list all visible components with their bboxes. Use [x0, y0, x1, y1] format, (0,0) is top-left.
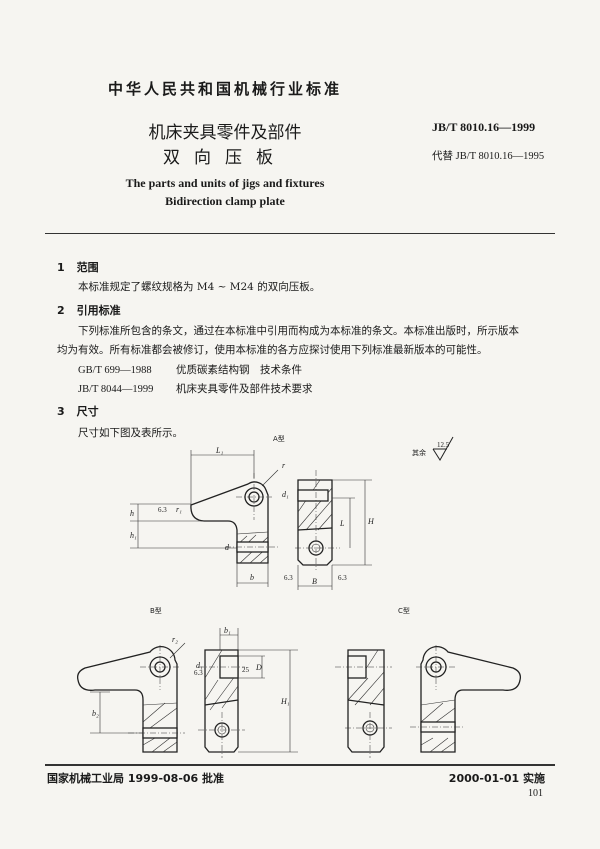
section-1-text: 本标准规定了螺纹规格为 M4 ~ M24 的双向压板。	[78, 281, 321, 293]
dim-L: L	[339, 519, 345, 528]
type-c-side-view	[410, 645, 521, 753]
document-subtitle: 双向压板	[163, 148, 287, 168]
svg-text:其余: 其余	[412, 448, 426, 457]
issuing-authority-title: 中华人民共和国机械行业标准	[107, 80, 342, 98]
section-2-text-line2: 均为有效。所有标准都会被修订，使用本标准的各方应探讨使用下列标准最新版本的可能性…	[57, 344, 488, 356]
type-a-side-view: L₁ r r₁ 6.3 h h₁ d b	[130, 446, 286, 587]
replaces-standard: 代替 JB/T 8010.16—1995	[432, 151, 545, 162]
type-c-label: C型	[398, 606, 410, 615]
english-title: The parts and units of jigs and fixtures	[125, 176, 325, 190]
dim-b2: b₂	[92, 709, 99, 718]
approval-line: 国家机械工业局 1999-08-06 批准	[47, 772, 225, 785]
type-a-label: A型	[273, 434, 285, 443]
roughness-25: 25	[242, 666, 250, 674]
dim-h1: h₁	[130, 531, 137, 540]
dim-H: H	[367, 517, 375, 526]
english-subtitle: Bidirection clamp plate	[165, 194, 285, 208]
dim-B: B	[312, 577, 317, 586]
dim-r2: r₂	[172, 635, 178, 644]
dim-L1: L₁	[215, 446, 223, 455]
dim-r1: r₁	[176, 505, 182, 514]
dim-H1: H₁	[280, 697, 290, 706]
dim-d1-b: d₁	[196, 661, 203, 670]
type-b-label: B型	[150, 606, 162, 615]
type-b-side-view: b₂ r₂	[77, 635, 186, 753]
implementation-line: 2000-01-01 实施	[448, 772, 545, 785]
type-b-front-view: b₁ D 25 d₁ 6.3 H₁	[194, 626, 298, 758]
svg-text:6.3: 6.3	[338, 574, 347, 582]
dim-b: b	[250, 573, 254, 582]
dim-r: r	[282, 461, 286, 470]
svg-text:6.3: 6.3	[284, 574, 293, 582]
document-title: 机床夹具零件及部件	[148, 123, 302, 143]
footer-divider	[45, 764, 555, 766]
dim-d: d	[225, 543, 230, 552]
page-number: 101	[528, 788, 543, 799]
dim-b1: b₁	[224, 626, 231, 635]
section-2-text-line1: 下列标准所包含的条文，通过在本标准中引用而构成为本标准的条文。本标准出版时，所示…	[78, 325, 519, 337]
svg-text:6.3: 6.3	[194, 669, 203, 677]
type-a-front-view: H L d₁ B 6.3 6.3	[282, 470, 375, 590]
header-divider	[45, 233, 555, 234]
standard-number: JB/T 8010.16—1999	[432, 120, 536, 134]
svg-text:12.5: 12.5	[437, 441, 450, 449]
dim-d1: d₁	[282, 490, 289, 499]
section-3-text: 尺寸如下图及表所示。	[78, 427, 183, 439]
dim-D: D	[255, 663, 262, 672]
type-c-front-view	[335, 649, 392, 758]
svg-text:6.3: 6.3	[158, 506, 167, 514]
roughness-other-symbol: 其余 12.5	[412, 436, 454, 461]
dim-h: h	[130, 509, 134, 518]
